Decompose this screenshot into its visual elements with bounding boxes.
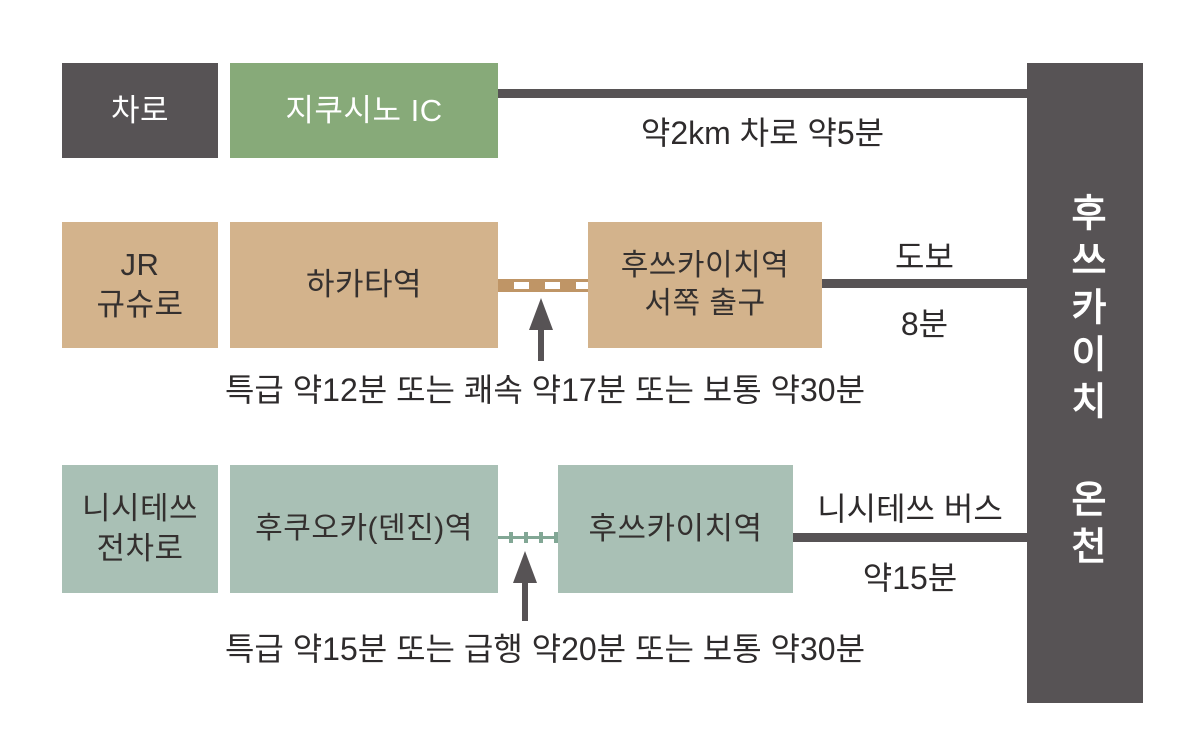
walk-duration-label: 8분 xyxy=(900,306,949,342)
node-futsukaichi-station-label: 후쓰카이치역 xyxy=(588,511,763,547)
node-futsukaichi-west-exit-line1: 후쓰카이치역 xyxy=(620,248,790,282)
node-chikushino-ic: 지쿠시노 IC xyxy=(230,63,498,158)
jr-note-arrow-icon xyxy=(529,298,553,361)
car-route-line xyxy=(498,89,1027,98)
node-futsukaichi-west-exit-line2: 서쪽 출구 xyxy=(644,287,766,320)
node-hakata-station-label: 하카타역 xyxy=(305,267,423,303)
nishitetsu-note-arrow-icon xyxy=(513,551,537,621)
mode-badge-car: 차로 xyxy=(62,63,218,158)
mode-badge-jr-label-line2: 규슈로 xyxy=(96,287,184,322)
jr-route-note: 특급 약12분 또는 쾌속 약17분 또는 보통 약30분 xyxy=(224,372,866,408)
walk-label: 도보 xyxy=(895,239,954,275)
mode-badge-car-label: 차로 xyxy=(110,92,170,128)
mode-badge-jr: JR 규슈로 xyxy=(62,222,218,348)
bus-duration-label: 약15분 xyxy=(862,560,958,596)
destination-bar: 후쓰카이치 온천 xyxy=(1027,63,1143,703)
node-futsukaichi-station: 후쓰카이치역 xyxy=(558,465,793,593)
mode-badge-nishitetsu-label-line1: 니시테쓰 xyxy=(81,491,199,527)
node-fukuoka-tenjin-station-label: 후쿠오카(덴진)역 xyxy=(255,511,473,545)
walk-route-line xyxy=(822,279,1027,288)
car-route-label: 약2km 차로 약5분 xyxy=(640,115,885,151)
mode-badge-nishitetsu-label-line2: 전차로 xyxy=(96,531,184,566)
destination-label: 후쓰카이치 온천 xyxy=(1063,193,1106,573)
nishitetsu-route-note: 특급 약15분 또는 급행 약20분 또는 보통 약30분 xyxy=(224,631,866,667)
jr-railway-connector xyxy=(498,279,588,292)
node-chikushino-ic-label: 지쿠시노 IC xyxy=(285,92,443,128)
mode-badge-nishitetsu: 니시테쓰 전차로 xyxy=(62,465,218,593)
bus-label: 니시테쓰 버스 xyxy=(817,491,1003,527)
nishitetsu-railway-connector xyxy=(498,532,558,543)
node-hakata-station: 하카타역 xyxy=(230,222,498,348)
bus-route-line xyxy=(793,533,1027,542)
node-futsukaichi-west-exit: 후쓰카이치역 서쪽 출구 xyxy=(588,222,822,348)
mode-badge-jr-label-line1: JR xyxy=(120,247,160,283)
node-fukuoka-tenjin-station: 후쿠오카(덴진)역 xyxy=(230,465,498,593)
